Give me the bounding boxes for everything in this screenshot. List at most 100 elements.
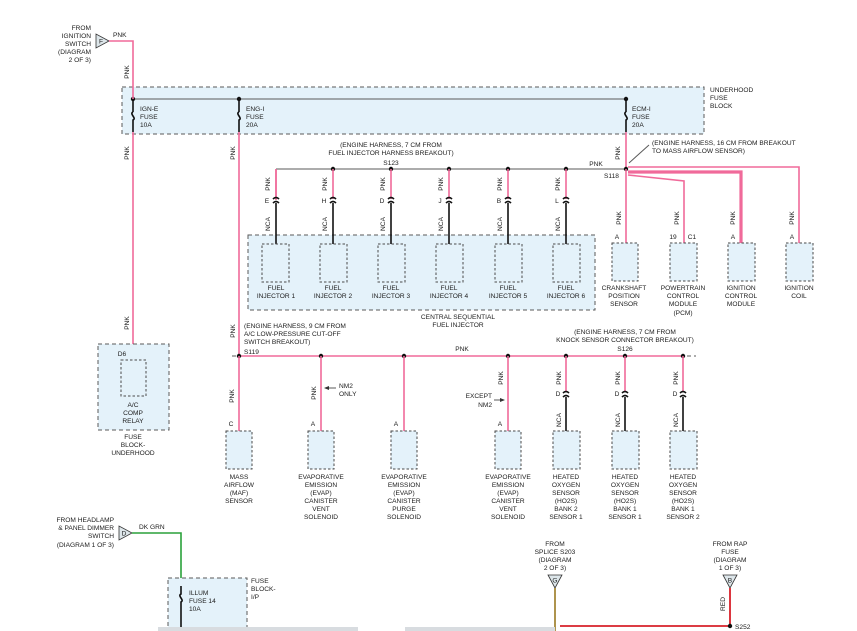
svg-text:OXYGEN: OXYGEN — [611, 482, 639, 489]
mass-airflow-sensor: PNK C MASS AIRFLOW (MAF) SENSOR — [224, 356, 255, 505]
svg-text:IGNITION: IGNITION — [726, 285, 756, 292]
fuse-block-underhood-label: FUSE BLOCK- UNDERHOOD — [111, 434, 154, 457]
svg-text:(EVAP): (EVAP) — [497, 490, 519, 497]
evap-canister-purge-solenoid: A EVAPORATIVE EMISSION (EVAP) CANISTER P… — [381, 356, 427, 521]
svg-text:BLOCK: BLOCK — [710, 103, 733, 110]
svg-text:FUSE: FUSE — [140, 114, 158, 121]
underhood-fuse-block — [121, 86, 705, 135]
from-rap-fuse: FROM RAP FUSE (DIAGRAM 1 OF 3) — [713, 541, 748, 572]
wire-dk-grn — [132, 532, 182, 590]
svg-text:FUEL: FUEL — [441, 285, 458, 292]
svg-text:RED: RED — [720, 597, 727, 611]
harness-label-s126: (ENGINE HARNESS, 7 CM FROM KNOCK SENSOR … — [556, 329, 694, 353]
svg-text:S118: S118 — [604, 173, 619, 180]
svg-text:FUEL: FUEL — [268, 285, 285, 292]
svg-text:FUEL: FUEL — [558, 285, 575, 292]
svg-text:INJECTOR 6: INJECTOR 6 — [547, 293, 586, 300]
svg-text:(HO2S): (HO2S) — [614, 498, 636, 505]
svg-text:& PANEL DIMMER: & PANEL DIMMER — [58, 525, 114, 532]
svg-text:NCA: NCA — [555, 216, 562, 231]
svg-text:BLOCK-: BLOCK- — [121, 442, 146, 449]
svg-text:PNK: PNK — [555, 177, 562, 191]
svg-text:NCA: NCA — [673, 412, 680, 427]
ignition-control-module: PNK A IGNITION CONTROL MODULE — [628, 170, 757, 308]
svg-text:FROM: FROM — [72, 25, 91, 32]
svg-text:(EVAP): (EVAP) — [310, 490, 332, 497]
svg-text:20A: 20A — [632, 122, 644, 129]
svg-text:MODULE: MODULE — [669, 301, 698, 308]
evap-canister-vent-solenoid-except-nm2: PNK EXCEPT NM2 A EVAPORATIVE EMISSION (E… — [466, 356, 531, 521]
svg-text:C: C — [229, 421, 234, 428]
svg-text:EMISSION: EMISSION — [492, 482, 524, 489]
svg-text:(DIAGRAM: (DIAGRAM — [58, 49, 91, 56]
fuel-injector-1: PNK E NCA FUEL INJECTOR 1 — [257, 169, 296, 300]
svg-text:A: A — [498, 421, 503, 428]
svg-text:SOLENOID: SOLENOID — [491, 514, 525, 521]
svg-text:FUSE: FUSE — [251, 578, 269, 585]
svg-text:SENSOR 1: SENSOR 1 — [608, 514, 642, 521]
svg-text:(ENGINE HARNESS, 7 CM FROM: (ENGINE HARNESS, 7 CM FROM — [340, 142, 442, 149]
svg-text:S126: S126 — [617, 346, 633, 353]
svg-text:SOLENOID: SOLENOID — [304, 514, 338, 521]
svg-text:BANK 1: BANK 1 — [613, 506, 637, 513]
connector-tag-b: B — [722, 574, 738, 589]
svg-text:(HO2S): (HO2S) — [555, 498, 577, 505]
fuel-injector-2: PNK H NCA FUEL INJECTOR 2 — [314, 169, 353, 300]
svg-text:(PCM): (PCM) — [673, 310, 692, 317]
svg-text:A/C LOW-PRESSURE CUT-OFF: A/C LOW-PRESSURE CUT-OFF — [244, 331, 341, 338]
svg-text:NCA: NCA — [556, 412, 563, 427]
svg-text:SWITCH: SWITCH — [88, 533, 114, 540]
svg-text:OXYGEN: OXYGEN — [552, 482, 580, 489]
svg-text:20A: 20A — [246, 122, 258, 129]
svg-text:NCA: NCA — [322, 216, 329, 231]
svg-text:BANK 2: BANK 2 — [554, 506, 578, 513]
svg-text:HEATED: HEATED — [553, 474, 579, 481]
svg-text:B: B — [497, 198, 502, 205]
svg-text:FUSE: FUSE — [124, 434, 142, 441]
svg-text:ONLY: ONLY — [339, 391, 357, 398]
svg-text:FUSE 14: FUSE 14 — [189, 598, 216, 605]
svg-text:CANISTER: CANISTER — [304, 498, 338, 505]
svg-text:INJECTOR 2: INJECTOR 2 — [314, 293, 353, 300]
svg-text:NCA: NCA — [265, 216, 272, 231]
harness-label-s119: (ENGINE HARNESS, 9 CM FROM A/C LOW-PRESS… — [244, 323, 346, 356]
svg-text:1 OF 3): 1 OF 3) — [719, 565, 741, 572]
harness-label-s123: (ENGINE HARNESS, 7 CM FROM FUEL INJECTOR… — [328, 142, 453, 167]
svg-text:PNK: PNK — [497, 177, 504, 191]
harness-label-s118: (ENGINE HARNESS, 16 CM FROM BREAKOUT TO … — [604, 140, 796, 180]
svg-text:A: A — [731, 234, 736, 241]
svg-text:MASS: MASS — [230, 474, 249, 481]
svg-text:FROM: FROM — [545, 541, 564, 548]
svg-text:FUEL: FUEL — [325, 285, 342, 292]
svg-text:SENSOR 1: SENSOR 1 — [549, 514, 583, 521]
svg-text:D: D — [122, 531, 127, 538]
svg-text:PNK: PNK — [674, 211, 681, 225]
svg-text:FUSE: FUSE — [632, 114, 650, 121]
svg-text:PNK: PNK — [229, 389, 236, 403]
fuel-injector-3: PNK D NCA FUEL INJECTOR 3 — [372, 169, 411, 300]
svg-text:PNK: PNK — [230, 324, 237, 338]
svg-text:PNK: PNK — [556, 371, 563, 385]
svg-text:PURGE: PURGE — [392, 506, 416, 513]
svg-text:BLOCK-: BLOCK- — [251, 586, 276, 593]
svg-text:F: F — [99, 39, 103, 46]
svg-text:INJECTOR 5: INJECTOR 5 — [489, 293, 528, 300]
svg-text:PNK: PNK — [615, 146, 622, 160]
crankshaft-position-sensor: PNK A CRANKSHAFT POSITION SENSOR — [602, 169, 647, 308]
svg-text:IGNITION: IGNITION — [784, 285, 814, 292]
svg-text:NCA: NCA — [497, 216, 504, 231]
svg-text:D6: D6 — [118, 351, 127, 358]
svg-text:COIL: COIL — [791, 293, 807, 300]
svg-text:FROM HEADLAMP: FROM HEADLAMP — [56, 517, 114, 524]
svg-text:CRANKSHAFT: CRANKSHAFT — [602, 285, 647, 292]
connector-tag-d: D — [118, 525, 133, 541]
svg-text:(EVAP): (EVAP) — [393, 490, 415, 497]
svg-text:PNK: PNK — [730, 211, 737, 225]
svg-text:(ENGINE HARNESS, 9 CM FROM: (ENGINE HARNESS, 9 CM FROM — [244, 323, 346, 330]
ho2s-bank1-sensor2: PNK D NCA HEATED OXYGEN SENSOR (HO2S) BA… — [666, 356, 700, 521]
svg-text:H: H — [322, 198, 327, 205]
svg-text:PNK: PNK — [113, 32, 127, 39]
svg-text:VENT: VENT — [312, 506, 330, 513]
svg-text:PNK: PNK — [311, 386, 318, 400]
svg-text:G: G — [552, 578, 557, 585]
